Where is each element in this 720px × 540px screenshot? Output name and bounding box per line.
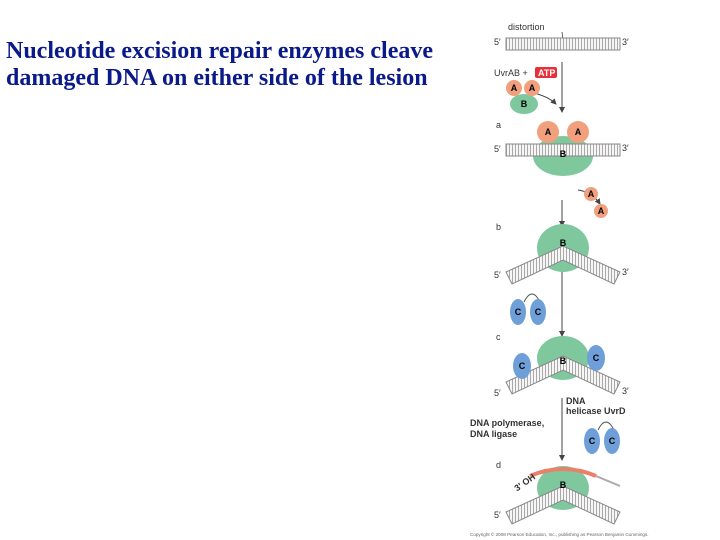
released-uvrc: C C xyxy=(584,421,620,454)
subunit-b-label: B xyxy=(560,356,567,366)
step-b-label: b xyxy=(496,222,501,232)
step-b: b B 5′ 3′ xyxy=(494,222,629,285)
step-c-label: c xyxy=(496,332,501,342)
dna-with-distortion: distortion 5′ 3′ xyxy=(494,22,629,51)
subunit-b-label: B xyxy=(560,238,567,248)
distortion-label: distortion xyxy=(508,22,545,32)
five-prime-label: 5′ xyxy=(494,270,501,280)
subunit-b-label: B xyxy=(560,480,567,490)
atp-label: ATP xyxy=(538,68,555,78)
subunit-c-label: C xyxy=(593,353,600,363)
step-c: c C C B 5′ 3′ xyxy=(494,332,629,398)
subunit-c-label: C xyxy=(535,307,542,317)
uvrab-complex: UvrAB + ATP A A B xyxy=(494,67,557,114)
step-d-label: d xyxy=(496,460,501,470)
subunit-b-label: B xyxy=(521,99,528,109)
step-a-label: a xyxy=(496,120,501,130)
slide-title: Nucleotide excision repair enzymes cleav… xyxy=(6,38,434,91)
three-prime-label: 3′ xyxy=(622,37,629,47)
polymerase-label-line1: DNA polymerase, xyxy=(470,418,544,428)
repair-patch xyxy=(529,467,597,478)
subunit-b-label: B xyxy=(560,149,567,159)
subunit-c-label: C xyxy=(609,436,616,446)
three-prime-label: 3′ xyxy=(622,386,629,396)
three-oh-label: 3′ OH xyxy=(512,472,537,493)
released-uvra: A A xyxy=(584,187,608,218)
three-prime-label: 3′ xyxy=(622,267,629,277)
five-prime-label: 5′ xyxy=(494,144,501,154)
helicase-label-group: DNA helicase UvrD xyxy=(566,396,626,416)
three-prime-label: 3′ xyxy=(622,143,629,153)
excision-repair-diagram: distortion 5′ 3′ UvrAB + ATP A A B a 5′ … xyxy=(470,22,649,537)
helicase-label-line1: DNA xyxy=(566,396,586,406)
five-prime-label: 5′ xyxy=(494,37,501,47)
copyright-notice: Copyright © 2008 Pearson Education, Inc.… xyxy=(470,531,649,537)
uvrc-incoming: C C xyxy=(510,293,546,325)
subunit-a-label: A xyxy=(575,127,582,137)
subunit-a-label: A xyxy=(598,206,605,216)
subunit-a-label: A xyxy=(511,83,518,93)
five-prime-label: 5′ xyxy=(494,510,501,520)
atp-badge xyxy=(535,67,557,78)
subunit-c-label: C xyxy=(515,307,522,317)
uvrab-label: UvrAB + xyxy=(494,68,528,78)
excised-fragment xyxy=(595,475,621,487)
subunit-a-label: A xyxy=(529,83,536,93)
step-a: a 5′ 3′ A A B xyxy=(494,120,629,176)
subunit-c-label: C xyxy=(589,436,596,446)
helicase-label-line2: helicase UvrD xyxy=(566,406,626,416)
subunit-a-label: A xyxy=(545,127,552,137)
polymerase-label-group: DNA polymerase, DNA ligase xyxy=(470,418,544,439)
subunit-a-label: A xyxy=(588,189,595,199)
step-d: d B 3′ OH 5′ xyxy=(494,460,621,525)
subunit-c-label: C xyxy=(519,361,526,371)
polymerase-label-line2: DNA ligase xyxy=(470,429,517,439)
five-prime-label: 5′ xyxy=(494,388,501,398)
